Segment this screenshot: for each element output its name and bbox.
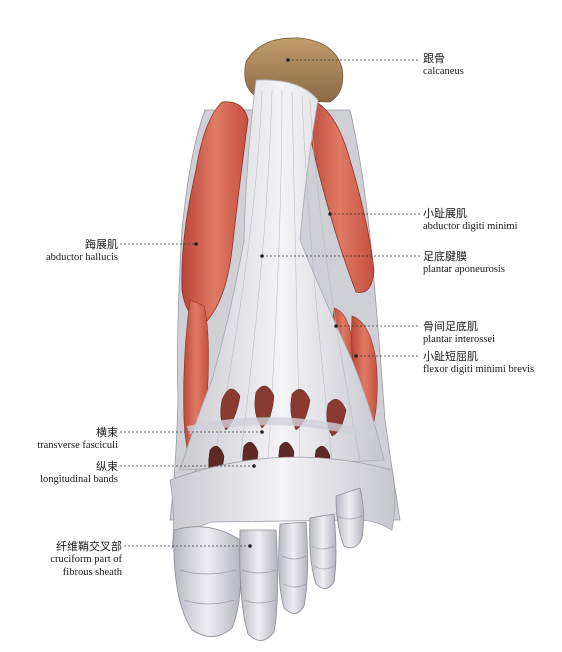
- label-plantar-aponeurosis-en: plantar aponeurosis: [423, 264, 505, 275]
- label-longitudinal-bands: 纵束 longitudinal bands: [40, 460, 118, 486]
- label-flexor-digiti-minimi-brevis-en: flexor digiti minimi brevis: [423, 364, 535, 375]
- label-plantar-aponeurosis: 足底腱膜 plantar aponeurosis: [423, 250, 505, 276]
- label-plantar-interossei-cn: 骨间足底肌: [423, 320, 478, 333]
- second-toe: [239, 529, 278, 641]
- label-transverse-fasciculi-cn: 横束: [96, 426, 118, 439]
- label-abductor-digiti-minimi-en: abductor digiti minimi: [423, 221, 518, 232]
- label-cruciform-part-en: cruciform part of: [50, 554, 122, 565]
- label-plantar-interossei: 骨间足底肌 plantar interossei: [423, 320, 495, 346]
- label-cruciform-part: 纤维鞘交叉部 cruciform part of fibrous sheath: [50, 540, 122, 579]
- label-flexor-digiti-minimi-brevis-cn: 小趾短屈肌: [423, 350, 478, 363]
- label-flexor-digiti-minimi-brevis: 小趾短屈肌 flexor digiti minimi brevis: [423, 350, 534, 376]
- label-cruciform-part-en2: fibrous sheath: [62, 567, 122, 578]
- label-cruciform-part-cn: 纤维鞘交叉部: [56, 540, 122, 553]
- leader-lines: [120, 59, 420, 547]
- label-abductor-digiti-minimi-cn: 小趾展肌: [423, 207, 467, 220]
- label-calcaneus: 跟骨 calcaneus: [423, 52, 464, 78]
- label-plantar-interossei-en: plantar interossei: [423, 334, 496, 345]
- label-calcaneus-en: calcaneus: [423, 66, 464, 77]
- label-longitudinal-bands-cn: 纵束: [96, 460, 118, 473]
- label-abductor-hallucis-cn: 踇展肌: [85, 238, 118, 251]
- plantar-aponeurosis: [179, 79, 385, 471]
- label-abductor-digiti-minimi: 小趾展肌 abductor digiti minimi: [423, 207, 518, 233]
- label-longitudinal-bands-en: longitudinal bands: [40, 474, 118, 485]
- great-toe: [173, 526, 242, 637]
- label-abductor-hallucis-en: abductor hallucis: [45, 252, 118, 263]
- fifth-toe: [335, 487, 364, 549]
- abductor-digiti-minimi-muscle: [305, 99, 375, 293]
- label-abductor-hallucis: 踇展肌 abductor hallucis: [46, 238, 118, 264]
- label-transverse-fasciculi: 横束 transverse fasciculi: [37, 426, 118, 452]
- third-toe: [278, 521, 308, 614]
- fourth-toe: [309, 513, 337, 589]
- label-plantar-aponeurosis-cn: 足底腱膜: [423, 250, 467, 263]
- label-calcaneus-cn: 跟骨: [423, 52, 445, 65]
- label-transverse-fasciculi-en: transverse fasciculi: [37, 440, 118, 451]
